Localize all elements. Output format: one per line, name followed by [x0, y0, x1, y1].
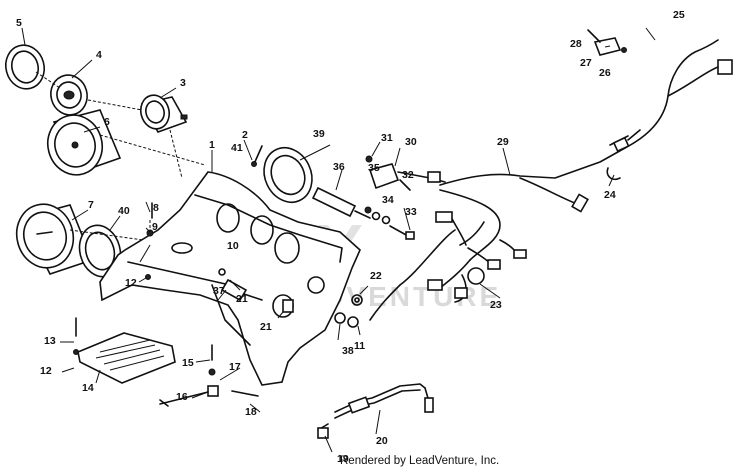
- callout-11: 11: [354, 340, 365, 352]
- callout-27: 26: [599, 67, 611, 79]
- callout-32: 31: [381, 132, 393, 144]
- callout-3: 3: [180, 77, 186, 89]
- callout-8: 8: [153, 202, 159, 214]
- callout-13: 13: [44, 335, 56, 347]
- callout-22: 21: [236, 293, 248, 305]
- callout-33: 32: [402, 169, 414, 181]
- callout-16: 16: [176, 391, 188, 403]
- callout-37: 36: [333, 161, 345, 173]
- callout-15: 15: [182, 357, 194, 369]
- render-credit: Rendered by LeadVenture, Inc.: [340, 455, 500, 467]
- connector-16: [159, 385, 219, 407]
- callout-labels: 5 4 3 6 7 40 1 2 41 39 36 31 30 35 32 34…: [16, 9, 685, 465]
- callout-29: 28: [570, 38, 582, 50]
- callout-7: 7: [88, 199, 94, 211]
- callout-31: 30: [405, 136, 417, 148]
- bezel-ring-5: [4, 44, 46, 90]
- screw-34: [389, 225, 415, 240]
- callout-42: 41: [231, 142, 243, 154]
- callout-20-label: 20: [376, 435, 388, 447]
- bezel-ring-40: [263, 147, 313, 203]
- wiring-harness-30: [369, 147, 626, 321]
- callout-17: 17: [229, 361, 241, 373]
- callout-6: 6: [104, 116, 110, 128]
- callout-5: 5: [16, 17, 22, 29]
- callout-12-upper: 12: [125, 277, 137, 289]
- callout-26: 25: [673, 9, 685, 21]
- callout-4: 4: [96, 49, 102, 61]
- callout-2: 2: [242, 129, 248, 141]
- callout-35: 34: [382, 194, 394, 206]
- callout-1: 1: [209, 139, 215, 151]
- callout-23: 22: [370, 270, 382, 282]
- callout-40: 39: [313, 128, 325, 140]
- callout-14: 14: [82, 382, 94, 394]
- switch-22: [220, 278, 263, 302]
- callout-18: 18: [245, 406, 257, 418]
- callout-24: 23: [490, 299, 502, 311]
- callout-9: 9: [152, 221, 158, 233]
- callout-leaders: [21, 27, 656, 453]
- gauge-4: [50, 74, 88, 116]
- callout-28: 27: [580, 57, 592, 69]
- washers-35-36: [364, 206, 391, 225]
- switch-block-31: [365, 155, 446, 191]
- callout-39: 38: [342, 345, 354, 357]
- clip-25: [606, 167, 621, 181]
- cable-20: [317, 383, 434, 439]
- lamp-37: [311, 186, 371, 219]
- sensor-27-28-29: [587, 29, 627, 56]
- callout-30: 29: [497, 136, 509, 148]
- plate-14: [77, 332, 176, 384]
- callout-36: 35: [368, 162, 380, 174]
- callout-12-lower: 12: [40, 365, 52, 377]
- fasteners: [73, 145, 263, 397]
- callout-10: 10: [227, 240, 239, 252]
- callout-25: 24: [604, 189, 616, 201]
- dash-panel-1: [99, 171, 361, 386]
- switch-21: [272, 294, 294, 318]
- callout-19-label: 19: [337, 453, 349, 465]
- callout-21: 21: [260, 321, 272, 333]
- callout-41: 40: [118, 205, 130, 217]
- gauge-3: [139, 94, 188, 133]
- washers-23-39-11: [334, 294, 363, 328]
- callout-34: 33: [405, 206, 417, 218]
- callout-38: 37: [213, 285, 225, 297]
- gauge-7: [15, 203, 94, 275]
- cable-26: [609, 39, 733, 153]
